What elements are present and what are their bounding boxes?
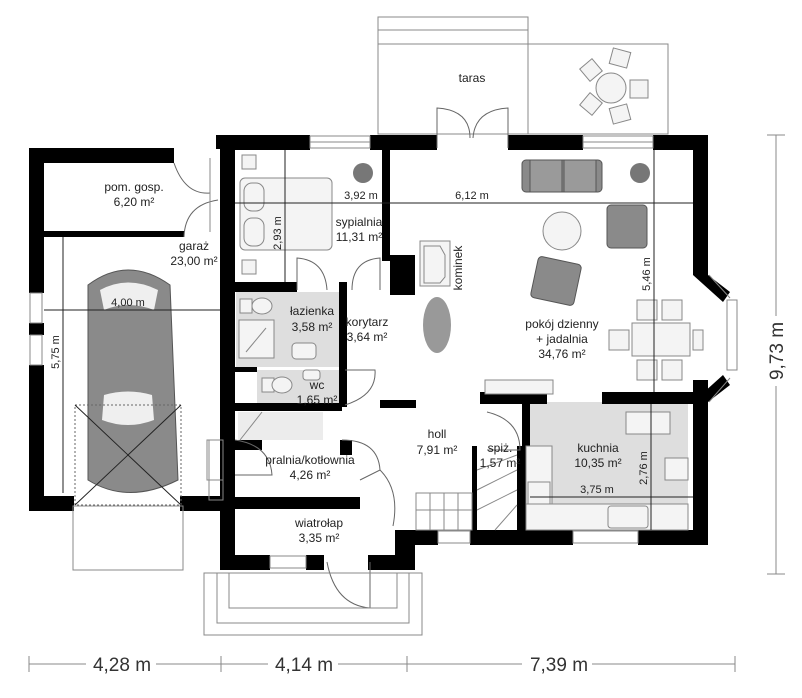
room-area-wc: 1,65 m² [297,393,338,407]
room-area-lazienka: 3,58 m² [292,320,333,334]
room-area-garaz: 23,00 m² [170,254,217,268]
room-area-pokoj: 34,76 m² [538,347,585,361]
room-name-garaz: garaż [179,239,209,253]
dim-living-width: 6,12 m [455,190,489,202]
dim-kitchen-width: 3,75 m [580,484,614,496]
bathroom-fixtures [238,297,321,394]
patio-table-icon [579,47,649,125]
room-labels: pom. gosp. 6,20 m² garaż 23,00 m² sypial… [104,180,621,545]
doors [173,107,521,609]
dim-bedroom-depth: 2,93 m [272,216,284,250]
inner-dimensions: 4,00 m 5,75 m 3,92 m 2,93 m 6,12 m 5,46 … [44,150,693,530]
room-name-wc: wc [309,378,325,392]
dim-outer-bottom-1: 4,28 m [93,655,151,676]
laundry-counter [238,412,323,440]
dim-garage-length: 5,75 m [50,335,62,369]
room-name-spiz: spiż. [488,441,513,455]
room-area-holl: 7,91 m² [417,443,458,457]
room-name-pralnia: pralnia/kotłownia [265,453,355,467]
living-room-furniture [484,159,648,395]
room-area-pom-gosp: 6,20 m² [114,195,155,209]
bay-window [708,274,738,403]
room-name-pom-gosp: pom. gosp. [104,180,163,194]
room-name-holl: holl [428,427,447,441]
dim-outer-bottom-2: 4,14 m [275,655,333,676]
dim-kitchen-depth: 2,76 m [638,451,650,485]
walls [29,135,730,570]
stairs-icon [415,454,518,531]
room-name-korytarz: korytarz [346,315,389,329]
entrance-steps [203,572,423,636]
room-area-korytarz: 3,64 m² [347,330,388,344]
windows [29,135,654,569]
room-area-sypialnia: 11,31 m² [336,230,382,244]
dining-table-icon [608,299,704,381]
plant-icon [353,163,650,353]
room-name-sypialnia: sypialnia [336,215,383,229]
room-area-pralnia: 4,26 m² [290,468,331,482]
room-name-pokoj: pokój dzienny [525,317,598,331]
double-bed-icon [239,154,333,275]
kitchen-fixtures [525,411,689,531]
outer-dimensions: 4,28 m 4,14 m 7,39 m 9,73 m [28,134,790,676]
room-name2-pokoj: + jadalnia [536,332,588,346]
room-area-wiatrolap: 3,35 m² [299,531,340,545]
room-area-kuchnia: 10,35 m² [574,456,621,470]
room-label-taras: taras [459,71,486,85]
dim-bedroom-width: 3,92 m [344,190,378,202]
dim-garage-width: 4,00 m [111,297,145,309]
dim-outer-right: 9,73 m [767,322,788,380]
room-name-lazienka: łazienka [290,304,334,318]
terrace: taras [377,16,669,135]
room-name-wiatrolap: wiatrołap [294,516,343,530]
laundry-equipment [206,411,263,481]
dim-outer-bottom-3: 7,39 m [530,655,588,676]
room-name-kuchnia: kuchnia [577,441,619,455]
car-icon [74,269,182,506]
kominek-fireplace-icon [419,240,451,287]
room-area-spiz: 1,57 m² [480,456,521,470]
driveway [72,505,184,571]
room-name-kominek: kominek [451,245,465,291]
dim-living-depth: 5,46 m [641,257,653,291]
